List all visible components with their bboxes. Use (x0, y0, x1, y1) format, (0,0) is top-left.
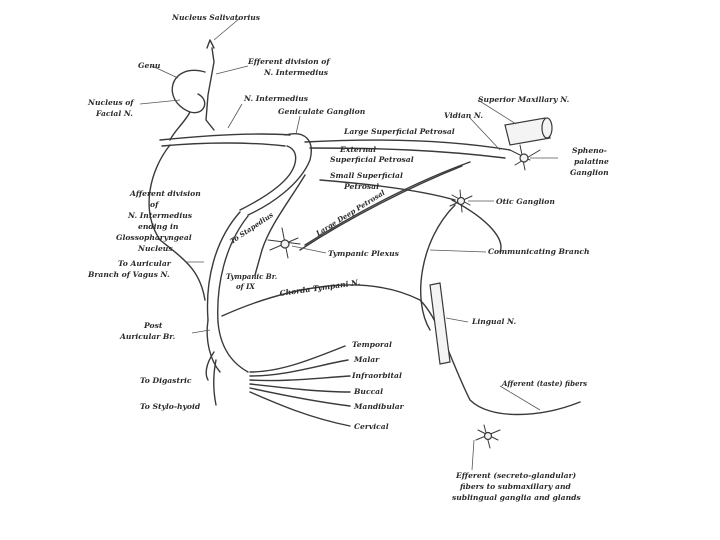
label-efferent-secreto-1: Efferent (secreto-glandular) (455, 471, 577, 480)
leader-efferent-secreto (472, 440, 474, 470)
communicating-branch-upper (452, 200, 501, 252)
label-mandibular: Mandibular (353, 402, 405, 411)
label-efferent-secreto-2: fibers to submaxillary and (459, 482, 571, 491)
label-external-petrosal-2: Superficial Petrosal (330, 155, 414, 164)
label-afferent-division-1: Afferent division (129, 189, 201, 198)
label-post-auricular-1: Post (143, 321, 163, 330)
label-tympanic-plexus: Tympanic Plexus (328, 249, 400, 258)
facial-nucleus-fibers (170, 112, 190, 140)
lingual-nerve (430, 283, 450, 364)
digastric-branch (206, 352, 214, 380)
malar-branch (250, 360, 348, 376)
label-efferent-division-1: Efferent division of (247, 57, 331, 66)
label-communicating-branch: Communicating Branch (488, 247, 590, 256)
label-tympanic-br-2: of IX (236, 282, 255, 291)
temporal-branch (250, 346, 345, 372)
labels: Nucleus Salivatorius Efferent division o… (87, 13, 609, 502)
infraorbital-branch (250, 376, 350, 381)
label-n-intermedius: N. Intermedius (243, 94, 309, 103)
n-intermedius-trunk (160, 134, 290, 140)
label-large-deep-petrosal: Large Deep Petrosal (313, 188, 386, 238)
label-to-digastric: To Digastric (140, 376, 192, 385)
label-superior-maxillary: Superior Maxillary N. (478, 95, 570, 104)
geniculate-bend-inner (240, 146, 296, 210)
leader-geniculate (296, 116, 300, 134)
label-lingual: Lingual N. (471, 317, 516, 326)
salivatory-nucleus-marker (207, 40, 214, 48)
label-sphenopalatine-2: palatine (574, 157, 609, 166)
label-efferent-division-2: N. Intermedius (263, 68, 329, 77)
label-small-petrosal-1: Small Superficial (330, 171, 403, 180)
label-temporal: Temporal (352, 340, 392, 349)
leader-efferent-division (216, 66, 248, 74)
leader-lines (140, 18, 558, 470)
small-superficial-petrosal-nerve (320, 180, 455, 200)
cervical-branch (250, 392, 350, 426)
label-afferent-taste: Afferent (taste) fibers (501, 379, 587, 388)
label-buccal: Buccal (353, 387, 383, 396)
label-geniculate-ganglion: Geniculate Ganglion (278, 107, 366, 116)
genu-loop (172, 70, 205, 112)
label-to-stylohyoid: To Stylo-hyoid (140, 402, 201, 411)
label-afferent-division-2: of (150, 200, 160, 209)
label-post-auricular-2: Auricular Br. (119, 332, 176, 341)
leader-n-intermedius (228, 104, 242, 128)
tympanic-plexus-node (281, 240, 289, 248)
label-facial-nucleus-1: Nucleus of (87, 98, 135, 107)
leader-communicating (430, 250, 486, 252)
leader-facial-nucleus (140, 100, 180, 104)
label-afferent-division-5: Glossopharyngeal (116, 233, 192, 242)
label-sphenopalatine-3: Ganglion (570, 168, 609, 177)
chorda-tympani-nerve (222, 285, 580, 415)
leader-tympanic-plexus (292, 246, 326, 253)
label-small-petrosal-2: Petrosal (343, 182, 379, 191)
stylomastoid-trunk-right (218, 322, 248, 372)
sphenopalatine-ganglion-node (520, 154, 528, 162)
leader-afferent-taste (500, 386, 540, 410)
label-genu: Genu (138, 61, 161, 70)
label-nucleus-salivatorius: Nucleus Salivatorius (171, 13, 261, 22)
otic-ganglion-node (458, 198, 465, 205)
efferent-division-fibers (206, 48, 214, 130)
leader-lingual (446, 318, 468, 322)
label-sphenopalatine-1: Spheno- (572, 146, 607, 155)
label-otic-ganglion: Otic Ganglion (496, 197, 555, 206)
label-afferent-division-4: ending in (138, 222, 179, 231)
label-efferent-secreto-3: sublingual ganglia and glands (452, 493, 581, 502)
label-facial-nucleus-2: Facial N. (95, 109, 133, 118)
label-malar: Malar (353, 355, 380, 364)
label-to-auricular-1: To Auricular (118, 259, 172, 268)
label-afferent-division-6: Nucleus (137, 244, 173, 253)
label-large-superficial-petrosal: Large Superficial Petrosal (343, 127, 455, 136)
n-intermedius-trunk-lower (162, 143, 285, 146)
label-tympanic-br-1: Tympanic Br. (226, 272, 277, 281)
label-to-auricular-2: Branch of Vagus N. (87, 270, 170, 279)
label-infraorbital: Infraorbital (351, 371, 402, 380)
label-cervical: Cervical (354, 422, 389, 431)
label-vidian: Vidian N. (444, 111, 483, 120)
label-external-petrosal-1: External (339, 145, 376, 154)
label-chorda-tympani: Chorda Tympani N. (279, 278, 361, 298)
superior-maxillary-end (542, 118, 552, 138)
label-afferent-division-3: N. Intermedius (127, 211, 193, 220)
submaxillary-ganglion-node (485, 433, 492, 440)
mandibular-branch (250, 388, 350, 406)
